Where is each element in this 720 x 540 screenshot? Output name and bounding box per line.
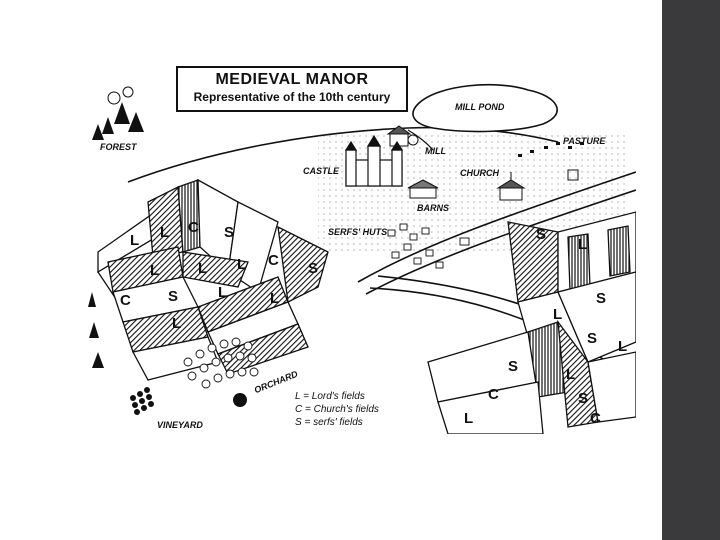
legend-churchs-fields: C = Church's fields	[295, 404, 379, 415]
map-subtitle: Representative of the 10th century	[193, 90, 391, 104]
field-letter: S	[578, 390, 589, 407]
field-letter: L	[618, 338, 628, 355]
field-letter: C	[188, 219, 199, 236]
field-letter: C	[268, 252, 279, 269]
field-letter: L	[198, 260, 208, 277]
label-vineyard: VINEYARD	[157, 420, 203, 430]
field-letter: S	[508, 358, 519, 375]
field-letter: L	[464, 410, 474, 427]
field-letter: C	[120, 292, 131, 309]
label-pasture: PASTURE	[563, 136, 606, 146]
legend-serfs-fields: S = serfs' fields	[295, 417, 363, 428]
field-letter: L	[270, 290, 280, 307]
field-letter: S	[536, 226, 547, 243]
field-letter: L	[237, 256, 247, 273]
field-letter: S	[308, 260, 319, 277]
field-letter: L	[150, 262, 160, 279]
field-letter: S	[596, 290, 607, 307]
field-letter: S	[224, 224, 235, 241]
map-title: MEDIEVAL MANOR	[215, 71, 369, 88]
field-letter: C	[488, 386, 499, 403]
field-letter: L	[553, 306, 563, 323]
field-letter: L	[160, 224, 170, 241]
field-letter: C	[590, 410, 601, 427]
field-letter: L	[172, 315, 182, 332]
label-barns: BARNS	[417, 203, 450, 213]
legend-lords-fields: L = Lord's fields	[295, 391, 365, 402]
field-letter: L	[578, 236, 588, 253]
field-letter: L	[566, 366, 576, 383]
label-serfs-huts: SERFS' HUTS	[328, 227, 388, 237]
field-letter: S	[168, 288, 179, 305]
map-legend: L = Lord's fields C = Church's fields S …	[295, 390, 379, 429]
field-letter: L	[218, 284, 228, 301]
label-church: CHURCH	[460, 168, 499, 178]
manor-map-illustration	[88, 83, 636, 434]
label-castle: CASTLE	[303, 166, 339, 176]
label-mill: MILL	[425, 146, 446, 156]
label-forest: FOREST	[100, 142, 137, 152]
field-letter: S	[587, 330, 598, 347]
map-title-box: MEDIEVAL MANOR Representative of the 10t…	[176, 66, 408, 112]
slide-sidebar	[662, 0, 720, 540]
label-mill-pond: MILL POND	[455, 102, 505, 112]
field-letter: L	[130, 232, 140, 249]
